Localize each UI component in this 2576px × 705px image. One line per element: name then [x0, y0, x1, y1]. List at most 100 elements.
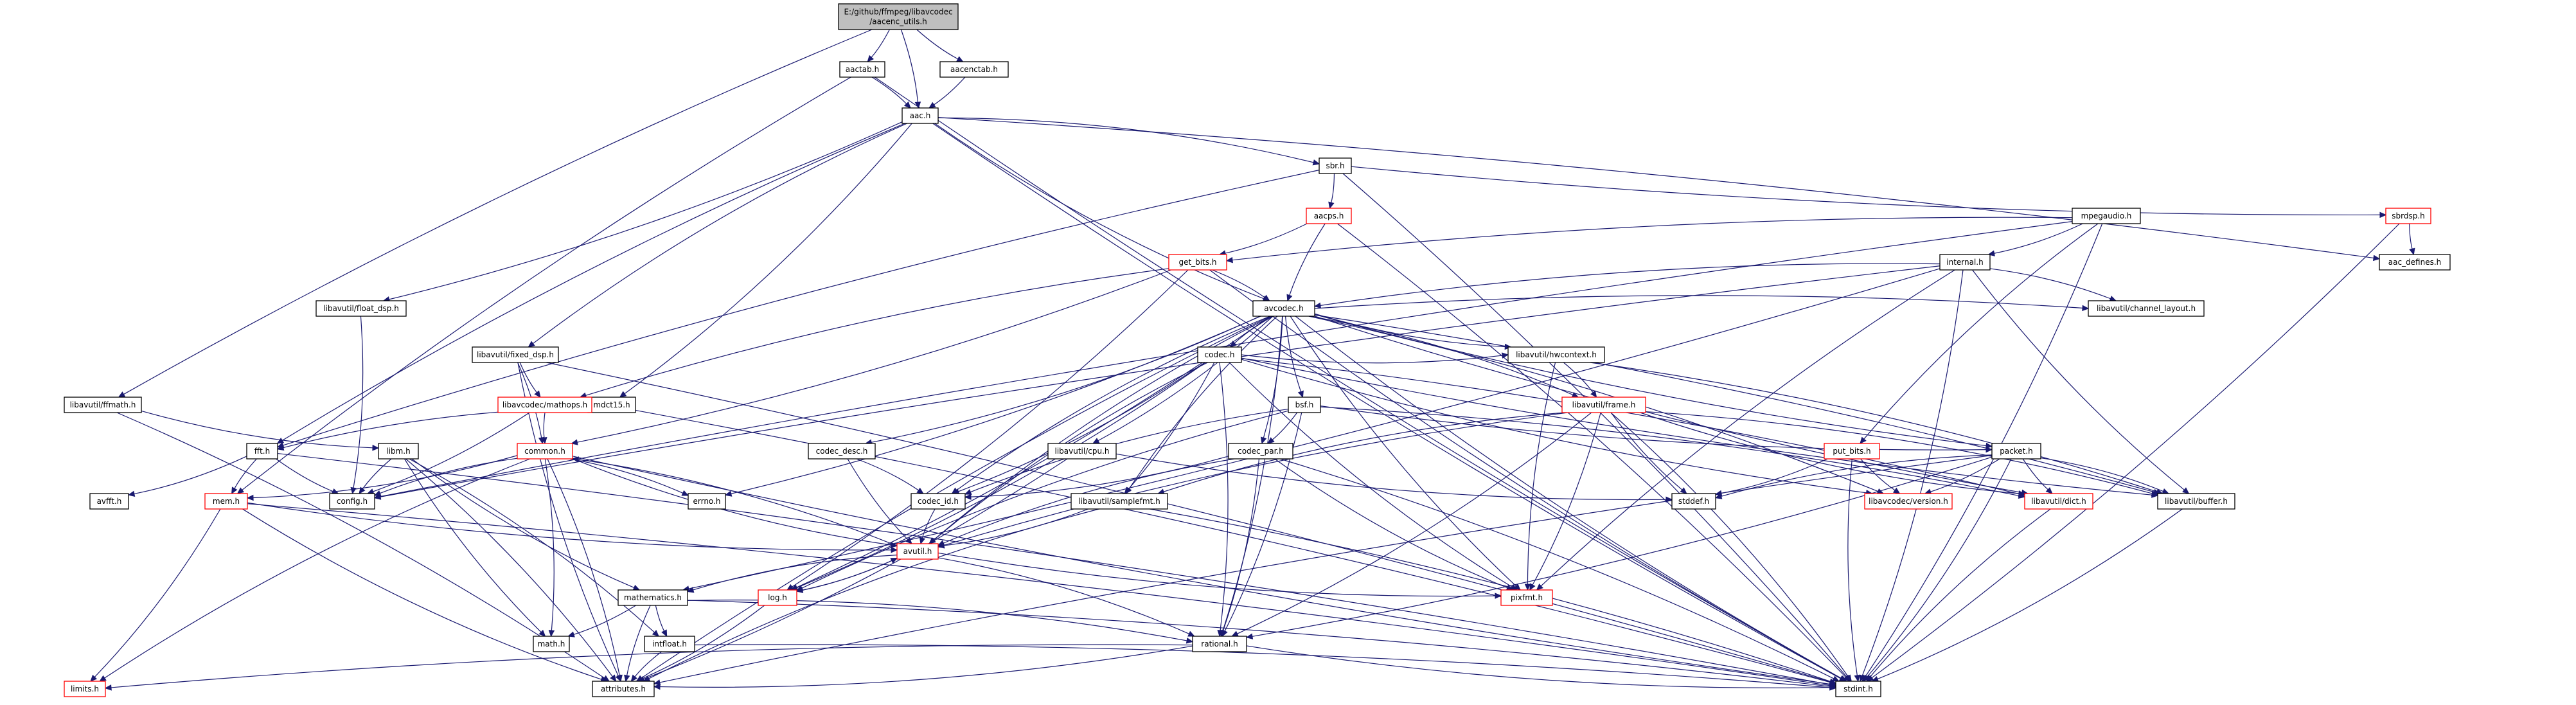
node-fft[interactable]: fft.h: [246, 443, 278, 460]
edge-dict-to-stdint: [1866, 508, 2051, 682]
node-aacenctab[interactable]: aacenctab.h: [939, 61, 1009, 78]
node-config[interactable]: config.h: [329, 493, 375, 510]
edge-rational-to-stdint: [1246, 645, 1837, 691]
node-avfft[interactable]: avfft.h: [89, 493, 129, 510]
edge-avcodec-to-codec_par: [1260, 316, 1283, 445]
node-common[interactable]: common.h: [517, 443, 573, 460]
node-codec-desc[interactable]: codec_desc.h: [808, 443, 876, 460]
edge-frame-to-buffer: [1645, 411, 2159, 497]
edge-packet-to-buffer: [2040, 457, 2170, 494]
edge-packet-to-rational: [1245, 456, 1993, 639]
node-fixed-dsp[interactable]: libavutil/fixed_dsp.h: [472, 346, 559, 363]
node-libm[interactable]: libm.h: [378, 443, 419, 460]
node-float-dsp[interactable]: libavutil/float_dsp.h: [315, 300, 407, 317]
node-codec[interactable]: codec.h: [1197, 346, 1242, 363]
node-aacps[interactable]: aacps.h: [1306, 208, 1352, 224]
node-internal[interactable]: internal.h: [1939, 254, 1991, 271]
node-box: [1192, 636, 1247, 652]
node-intfloat[interactable]: intfloat.h: [644, 636, 695, 652]
edge-aac-to-aac_defines: [937, 117, 2381, 262]
node-codec-par[interactable]: codec_par.h: [1228, 443, 1293, 460]
node-label: internal.h: [1946, 258, 1983, 267]
node-avcodec[interactable]: avcodec.h: [1252, 300, 1315, 317]
edge-avcodec-to-samplefmt: [1125, 316, 1278, 495]
node-box: [1991, 443, 2041, 460]
node-aac[interactable]: aac.h: [902, 107, 939, 124]
node-pixfmt[interactable]: pixfmt.h: [1500, 589, 1553, 606]
edge-hwcontext-to-pixfmt: [1524, 362, 1556, 591]
node-attributes[interactable]: attributes.h: [592, 681, 655, 697]
node-box: [896, 543, 939, 560]
node-channel-layout[interactable]: libavutil/channel_layout.h: [2088, 300, 2205, 317]
node-label: rational.h: [1201, 639, 1238, 648]
node-box: [1252, 300, 1315, 317]
node-box: [939, 61, 1009, 78]
node-mpegaudio[interactable]: mpegaudio.h: [2072, 208, 2141, 224]
node-stdint[interactable]: stdint.h: [1835, 681, 1881, 697]
edge-packet-to-dict: [2022, 458, 2053, 494]
edge-put_bits-to-stdint: [1847, 458, 1861, 683]
node-label: log.h: [768, 593, 787, 602]
node-label: /aacenc_utils.h: [869, 17, 927, 26]
edge-libm-to-attributes: [405, 458, 617, 682]
node-dict[interactable]: libavutil/dict.h: [2024, 493, 2093, 510]
edge-frame-to-stddef: [1610, 412, 1687, 494]
node-version[interactable]: libavcodec/version.h: [1864, 493, 1953, 510]
node-mdct15[interactable]: mdct15.h: [587, 397, 636, 413]
node-math[interactable]: math.h: [533, 636, 570, 652]
node-box: [617, 589, 688, 606]
node-codec-id[interactable]: codec_id.h: [910, 493, 966, 510]
node-aactab[interactable]: aactab.h: [839, 61, 885, 78]
node-rational[interactable]: rational.h: [1192, 636, 1247, 652]
node-box: [839, 61, 885, 78]
node-box: [378, 443, 419, 460]
node-buffer[interactable]: libavutil/buffer.h: [2157, 493, 2235, 510]
node-hwcontext[interactable]: libavutil/hwcontext.h: [1507, 346, 1605, 363]
edge-samplefmt-to-avutil: [937, 508, 1088, 549]
node-ffmath[interactable]: libavutil/ffmath.h: [64, 397, 142, 413]
edge-avcodec-to-bsf: [1284, 316, 1304, 398]
node-layer: E:/github/ffmpeg/libavcodec/aacenc_utils…: [64, 3, 2451, 697]
node-log[interactable]: log.h: [758, 589, 797, 606]
node-stddef[interactable]: stddef.h: [1671, 493, 1716, 510]
node-bsf[interactable]: bsf.h: [1288, 397, 1321, 413]
node-box: [1824, 443, 1880, 460]
node-root[interactable]: E:/github/ffmpeg/libavcodec/aacenc_utils…: [838, 3, 959, 30]
node-avutil[interactable]: avutil.h: [896, 543, 939, 560]
node-mem[interactable]: mem.h: [204, 493, 248, 510]
node-packet[interactable]: packet.h: [1991, 443, 2041, 460]
node-put-bits[interactable]: put_bits.h: [1824, 443, 1880, 460]
node-sbr[interactable]: sbr.h: [1319, 157, 1352, 174]
node-mathematics[interactable]: mathematics.h: [617, 589, 688, 606]
edge-codec-to-rational: [1217, 362, 1229, 638]
node-box: [1671, 493, 1716, 510]
edge-internal-to-avcodec: [1313, 263, 1941, 309]
node-errno[interactable]: errno.h: [688, 493, 726, 510]
node-label: libavutil/dict.h: [2031, 497, 2086, 506]
node-limits[interactable]: limits.h: [64, 681, 106, 697]
node-label: E:/github/ffmpeg/libavcodec: [844, 8, 952, 17]
node-label: codec.h: [1205, 350, 1235, 359]
node-samplefmt[interactable]: libavutil/samplefmt.h: [1070, 493, 1168, 510]
edge-internal-to-channel_layout: [1989, 268, 2117, 302]
node-label: libavcodec/mathops.h: [502, 400, 587, 409]
edge-avutil-to-pixfmt: [937, 552, 1502, 599]
node-get-bits[interactable]: get_bits.h: [1168, 254, 1227, 271]
node-frame[interactable]: libavutil/frame.h: [1561, 397, 1646, 413]
edge-sbr-to-aacps: [1328, 173, 1335, 210]
node-box: [838, 3, 959, 30]
node-box: [592, 681, 655, 697]
edge-aacenctab-to-aac: [928, 76, 966, 109]
node-label: get_bits.h: [1178, 258, 1216, 267]
edge-buffer-to-stdint: [1871, 508, 2183, 682]
edge-aactab-to-mem: [236, 76, 851, 494]
node-sbrdsp[interactable]: sbrdsp.h: [2385, 208, 2431, 224]
node-mathops[interactable]: libavcodec/mathops.h: [497, 397, 592, 413]
edge-avutil-to-rational: [937, 557, 1195, 637]
node-cpu[interactable]: libavutil/cpu.h: [1047, 443, 1117, 460]
node-label: codec_id.h: [918, 497, 959, 506]
node-aac-defines[interactable]: aac_defines.h: [2379, 254, 2451, 271]
node-box: [315, 300, 407, 317]
edge-codec_par-to-rational: [1220, 458, 1260, 638]
node-box: [1288, 397, 1321, 413]
